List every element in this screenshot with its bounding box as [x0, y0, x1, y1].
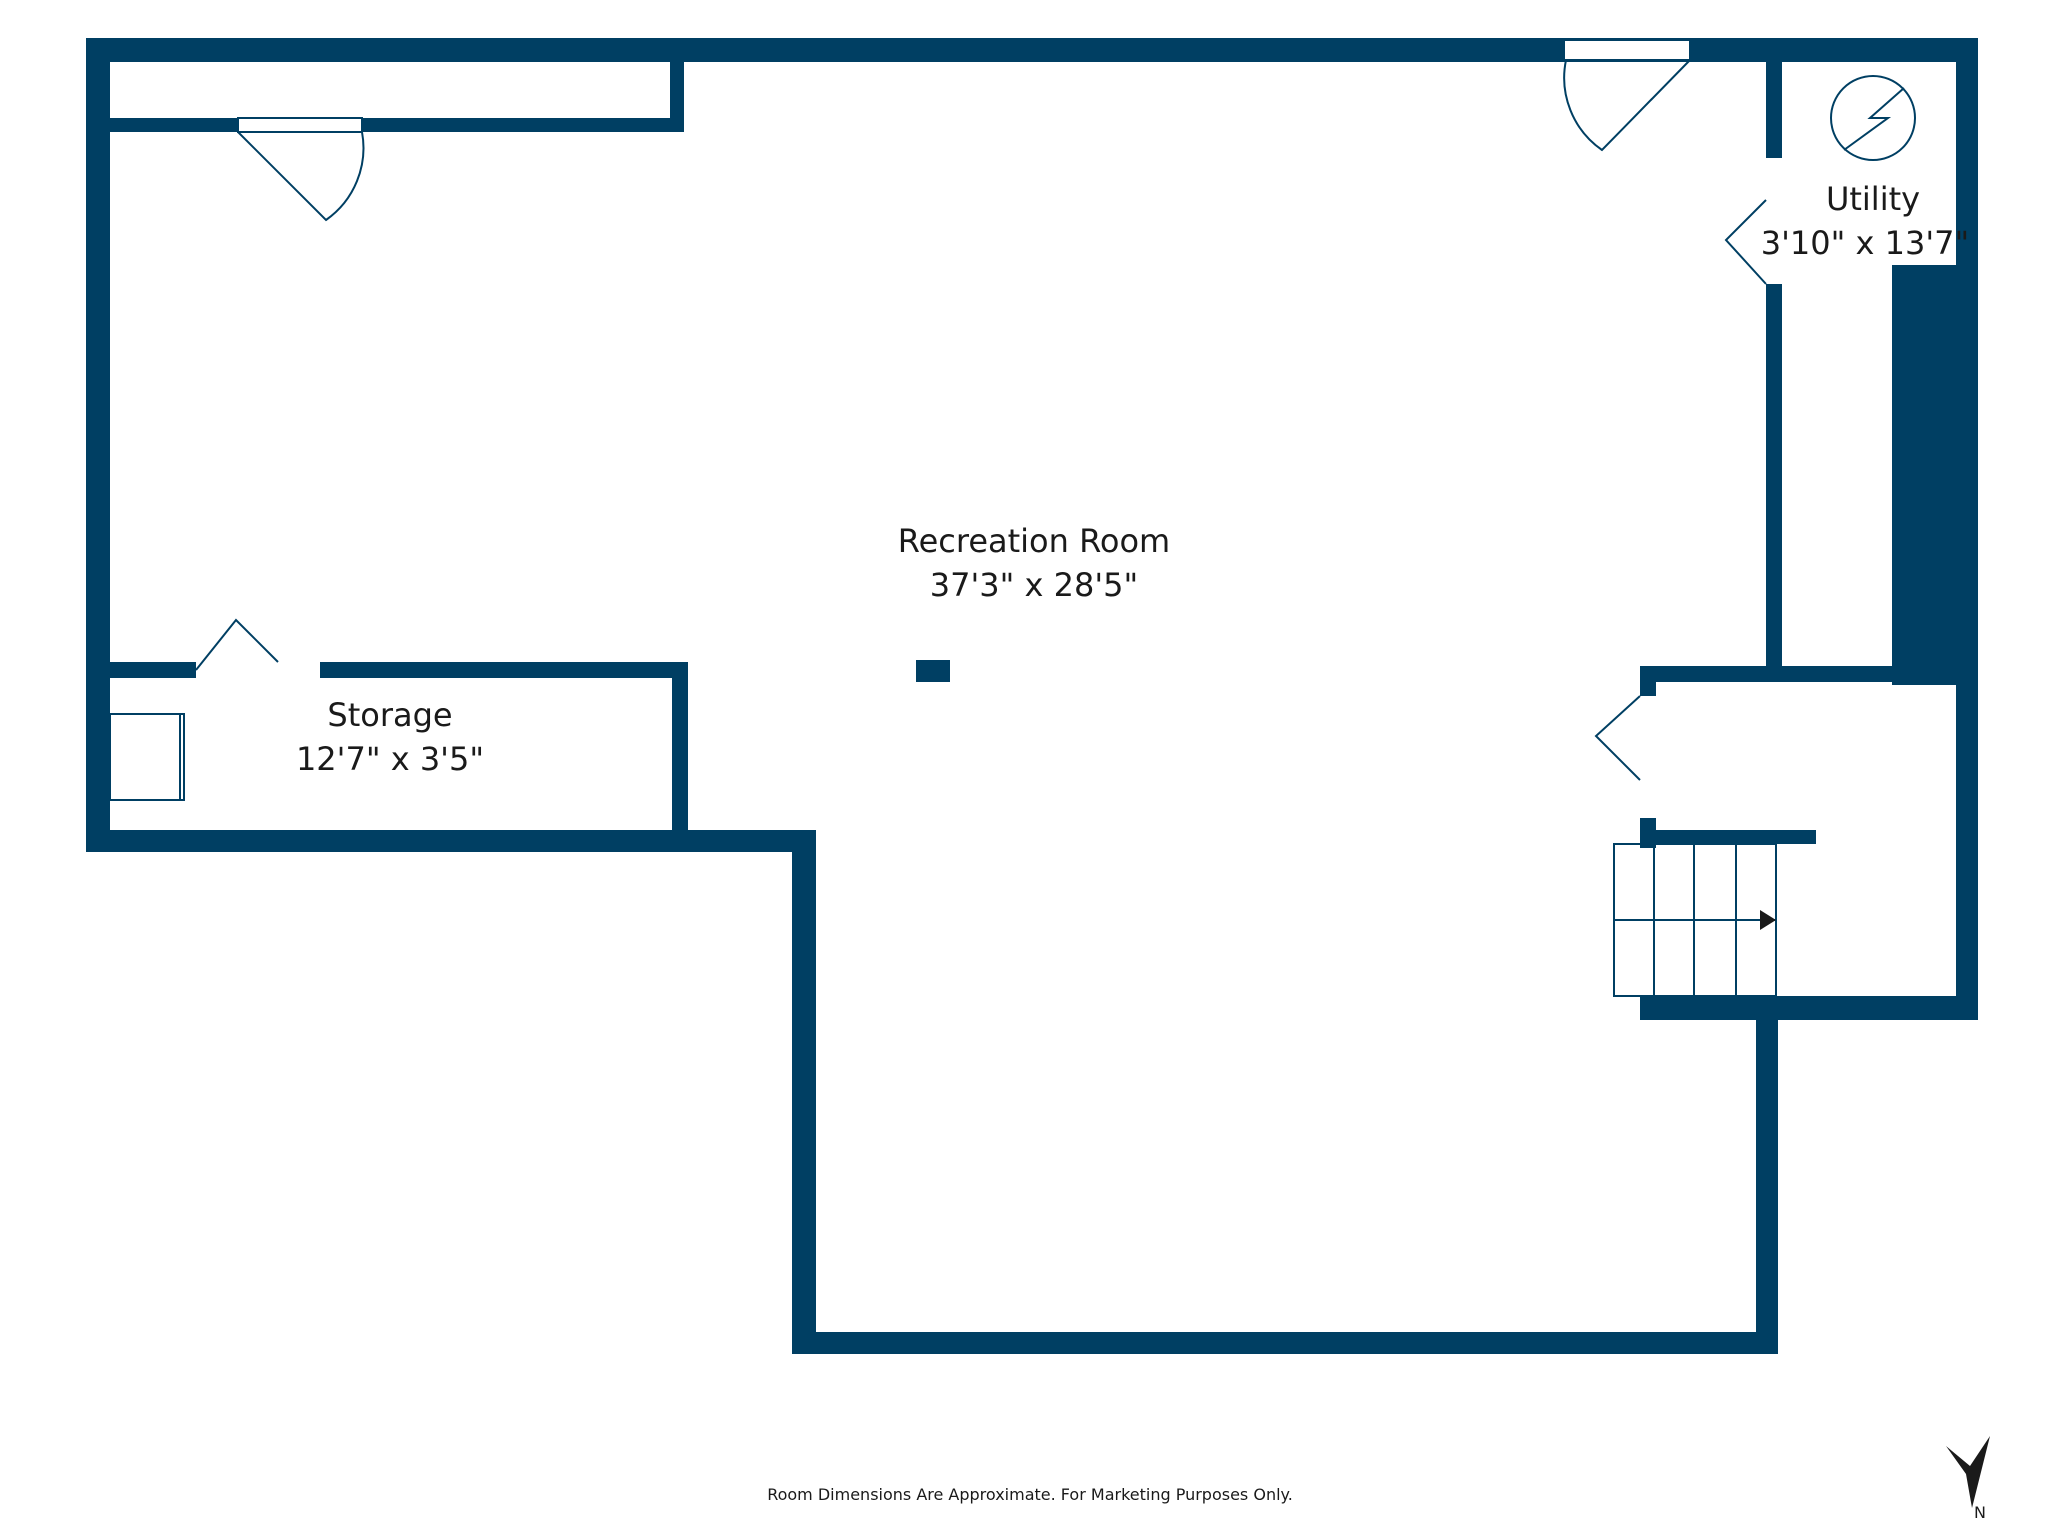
stairs-arrow-icon	[1760, 910, 1776, 930]
doors	[109, 59, 1767, 801]
wall-storage-right	[672, 662, 688, 852]
utility-dims: 3'10" x 13'7"	[1761, 224, 1969, 262]
wall-rec-lower-left	[792, 830, 816, 1354]
wall-utility-inner	[1892, 265, 1956, 685]
door-utility	[1724, 199, 1767, 285]
wall-rec-bottom	[792, 1332, 1778, 1354]
wall-stair-left-upper	[1640, 666, 1656, 696]
walls	[86, 38, 1978, 1354]
wall-rec-lower-right	[1756, 1004, 1778, 1354]
door-stair-room	[1594, 695, 1641, 781]
electrical-panel-icon	[1830, 75, 1916, 161]
storage-dims: 12'7" x 3'5"	[296, 740, 484, 778]
north-arrow-icon	[1946, 1436, 1990, 1508]
wall-storage-top-left	[86, 662, 196, 678]
windows	[237, 39, 1691, 133]
wall-closet-right	[670, 38, 684, 132]
recreation-room-name: Recreation Room	[898, 522, 1170, 560]
stairs	[1613, 843, 1777, 997]
column	[916, 660, 950, 682]
compass-north-label: N	[1974, 1503, 1986, 1522]
wall-utility-left-lower	[1766, 284, 1782, 682]
wall-left-storage	[86, 672, 110, 852]
wall-stair-bottom	[1640, 996, 1978, 1020]
wall-left-upper	[86, 38, 110, 682]
utility-name: Utility	[1826, 180, 1920, 218]
door-closet	[237, 131, 365, 222]
wall-right	[1956, 38, 1978, 1020]
disclaimer-note: Room Dimensions Are Approximate. For Mar…	[767, 1485, 1293, 1504]
door-top-right	[1563, 59, 1691, 152]
window-top-right	[1563, 39, 1691, 61]
wall-top	[86, 38, 1978, 62]
wall-storage-top-right	[320, 662, 686, 678]
wall-utility-left-upper	[1766, 58, 1782, 158]
wall-stair-top	[1640, 666, 1978, 682]
wall-storage-bottom	[86, 830, 816, 852]
storage-shelf	[109, 713, 185, 801]
door-storage	[195, 618, 279, 671]
storage-name: Storage	[327, 696, 452, 734]
wall-closet-bottom	[86, 118, 684, 132]
wall-stair-landing	[1640, 830, 1816, 844]
recreation-room-dims: 37'3" x 28'5"	[930, 566, 1138, 604]
window-top-closet	[237, 117, 363, 133]
